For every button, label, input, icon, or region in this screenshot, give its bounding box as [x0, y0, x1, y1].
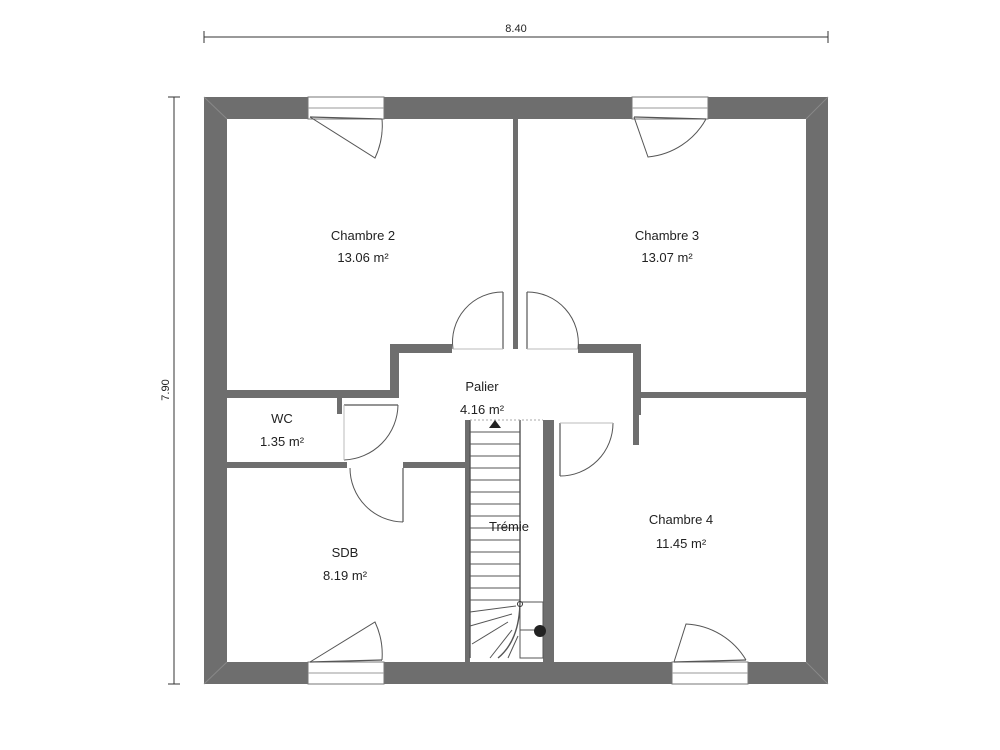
- room-label-chambre-4: Chambre 4 11.45 m²: [649, 512, 713, 551]
- room-label-chambre-2: Chambre 2 13.06 m²: [331, 228, 395, 265]
- room-name: Chambre 2: [331, 228, 395, 243]
- room-name: SDB: [332, 545, 359, 560]
- room-name: Palier: [465, 379, 499, 394]
- room-area: 8.19 m²: [323, 568, 368, 583]
- dimension-width: 8.40: [203, 23, 829, 43]
- window-casements: [309, 116, 747, 663]
- staircase: [469, 419, 546, 659]
- dimension-height-label: 7.90: [160, 379, 172, 400]
- room-area: 11.45 m²: [656, 536, 707, 551]
- dimension-width-label: 8.40: [505, 23, 526, 35]
- room-area: 4.16 m²: [460, 402, 505, 417]
- room-name: Chambre 4: [649, 512, 713, 527]
- windows: [307, 96, 749, 685]
- room-label-chambre-3: Chambre 3 13.07 m²: [635, 228, 699, 265]
- room-name: WC: [271, 411, 293, 426]
- stair-label: Trémie: [489, 519, 529, 534]
- room-area: 13.07 m²: [641, 250, 693, 265]
- interior-walls: [227, 119, 817, 662]
- room-area: 13.06 m²: [337, 250, 389, 265]
- room-label-wc: WC 1.35 m²: [260, 411, 305, 449]
- interior-doors: [343, 291, 614, 523]
- room-label-palier: Palier 4.16 m²: [460, 379, 505, 417]
- dimension-height: 7.90: [160, 96, 180, 685]
- room-label-sdb: SDB 8.19 m²: [323, 545, 368, 583]
- room-area: 1.35 m²: [260, 434, 305, 449]
- room-name: Chambre 3: [635, 228, 699, 243]
